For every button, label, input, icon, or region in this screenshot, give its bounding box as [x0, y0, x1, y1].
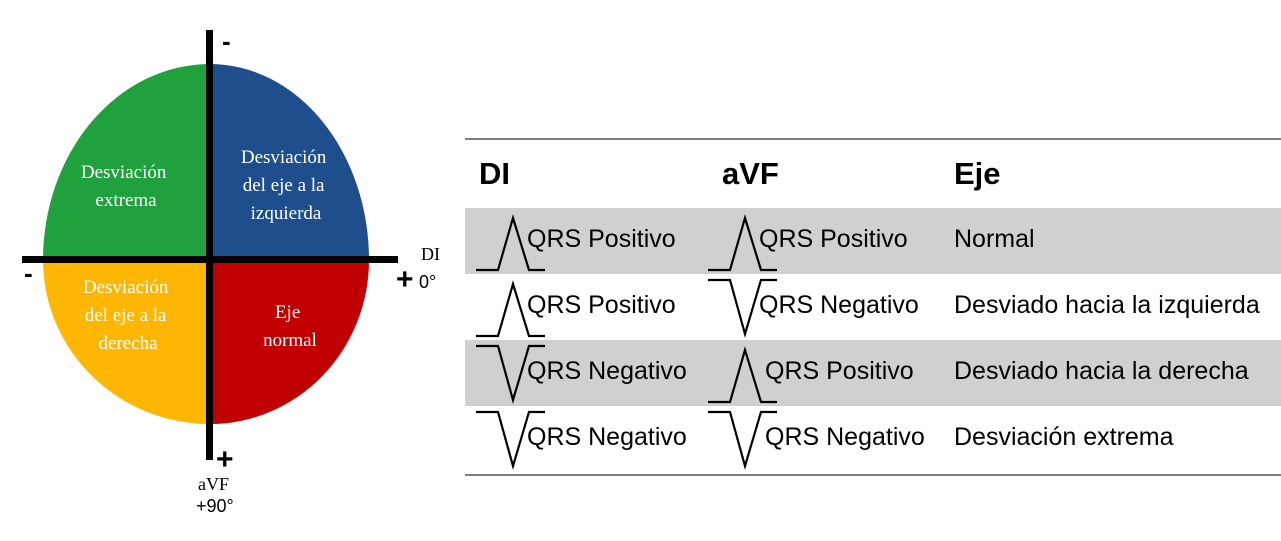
di-label: DI — [421, 244, 440, 264]
axis-value: Desviado hacia la izquierda — [954, 291, 1260, 319]
di-cell: QRS Negativo — [465, 406, 705, 472]
qrs-negative-icon — [476, 410, 545, 470]
avf-label: aVF — [198, 474, 229, 494]
di-cell: QRS Negativo — [465, 340, 705, 406]
axis-table: DI aVF Eje QRS Positivo QRS Positivo Nor… — [465, 138, 1281, 478]
qrs-positive-icon — [476, 280, 545, 338]
avf-cell: QRS Negativo — [697, 406, 947, 472]
label-extreme-deviation: Desviación extrema — [81, 162, 171, 211]
table-header: DI aVF Eje — [465, 140, 1281, 208]
axis-diagram: Desviación extrema Desviación del eje a … — [22, 26, 440, 516]
qrs-positive-icon — [708, 214, 777, 272]
di-angle: 0° — [419, 272, 436, 292]
qrs-positive-icon — [708, 346, 777, 404]
axis-value: Normal — [954, 225, 1035, 253]
axis-cell: Normal — [954, 208, 1281, 274]
table-row: QRS Negativo QRS Positivo Desviado hacia… — [465, 340, 1281, 406]
di-value: QRS Positivo — [527, 225, 676, 253]
qrs-negative-icon — [708, 410, 777, 470]
axis-cell: Desviado hacia la izquierda — [954, 274, 1281, 340]
avf-value: QRS Positivo — [765, 357, 914, 385]
avf-cell: QRS Negativo — [697, 274, 947, 340]
label-right-deviation: Desviación del eje a la derecha — [83, 277, 173, 354]
avf-value: QRS Negativo — [765, 423, 925, 451]
di-cell: QRS Positivo — [465, 208, 705, 274]
header-di: DI — [479, 156, 510, 191]
label-left-deviation: Desviación del eje a la izquierda — [241, 147, 331, 224]
axis-value: Desviación extrema — [954, 423, 1174, 451]
axis-value: Desviado hacia la derecha — [954, 357, 1249, 385]
table-top-rule — [465, 138, 1281, 140]
table-bottom-rule — [465, 474, 1281, 476]
top-minus-sign: - — [222, 26, 231, 56]
di-value: QRS Negativo — [527, 357, 687, 385]
label-normal-axis: Eje normal — [263, 302, 317, 351]
qrs-negative-icon — [708, 278, 777, 338]
avf-cell: QRS Positivo — [697, 208, 947, 274]
axis-cell: Desviado hacia la derecha — [954, 340, 1281, 406]
avf-value: QRS Positivo — [759, 225, 908, 253]
table-row: QRS Negativo QRS Negativo Desviación ext… — [465, 406, 1281, 472]
table-row: QRS Positivo QRS Positivo Normal — [465, 208, 1281, 274]
avf-angle: +90° — [196, 496, 234, 516]
quadrant-bottom-right — [210, 260, 369, 424]
axis-cell: Desviación extrema — [954, 406, 1281, 472]
header-axis: Eje — [954, 156, 1001, 191]
bottom-plus-sign: + — [216, 443, 234, 476]
di-value: QRS Positivo — [527, 291, 676, 319]
avf-value: QRS Negativo — [759, 291, 919, 319]
left-minus-sign: - — [24, 258, 33, 288]
right-plus-sign: + — [396, 263, 414, 296]
qrs-negative-icon — [476, 344, 545, 404]
di-value: QRS Negativo — [527, 423, 687, 451]
vertical-axis-line — [206, 30, 213, 460]
avf-cell: QRS Positivo — [697, 340, 947, 406]
di-cell: QRS Positivo — [465, 274, 705, 340]
quadrant-top-right — [210, 64, 369, 260]
horizontal-axis-line — [22, 256, 398, 263]
quadrant-top-left — [43, 64, 210, 260]
qrs-positive-icon — [476, 214, 545, 272]
header-avf: aVF — [722, 156, 779, 191]
table-row: QRS Positivo QRS Negativo Desviado hacia… — [465, 274, 1281, 340]
quadrant-bottom-left — [43, 260, 210, 424]
